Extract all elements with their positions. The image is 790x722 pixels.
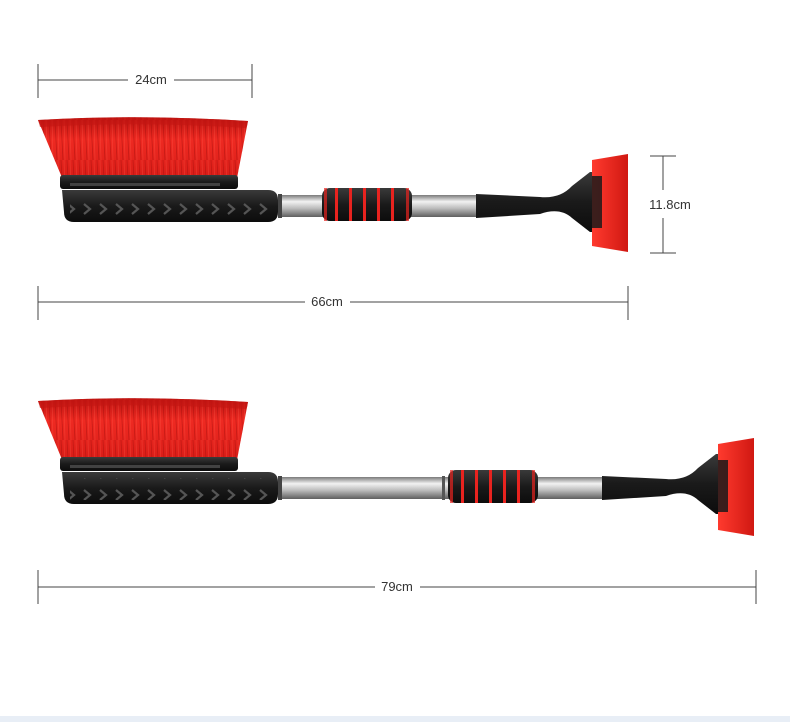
label-brush-width: 24cm <box>135 72 167 87</box>
dimension-length-extended <box>37 570 757 604</box>
brush-head <box>38 117 248 180</box>
ice-scraper-brush-extended <box>38 398 754 536</box>
foam-grip <box>322 188 412 221</box>
dimension-length-retracted <box>37 286 629 320</box>
dimension-scraper-height <box>650 155 676 254</box>
label-scraper-height: 11.8cm <box>649 197 691 212</box>
brush-base <box>60 457 278 504</box>
label-length-extended: 79cm <box>381 579 413 594</box>
ice-scraper-brush-retracted <box>38 117 628 252</box>
scraper-handle <box>602 454 728 514</box>
scraper-handle <box>476 172 602 232</box>
foam-grip <box>448 470 538 503</box>
label-length-retracted: 66cm <box>311 294 343 309</box>
brush-head <box>38 398 248 462</box>
brush-base <box>60 175 278 222</box>
bottom-divider <box>0 716 790 722</box>
dimension-brush-width <box>37 64 253 98</box>
